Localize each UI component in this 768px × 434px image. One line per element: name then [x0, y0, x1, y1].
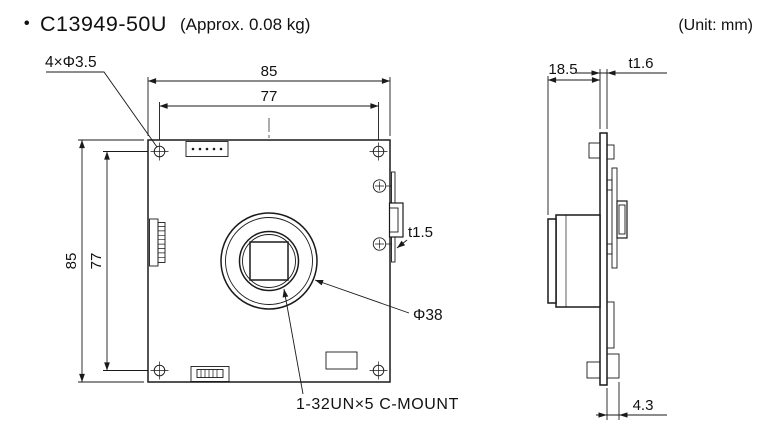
rear-standoff-top: [606, 144, 615, 160]
side-view: 18.5 t1.6: [547, 55, 667, 420]
weight-note: (Approx. 0.08 kg): [180, 15, 310, 34]
corner-hole-bottom-left: [150, 361, 169, 380]
title-bullet: ・: [16, 12, 38, 36]
board-component: [325, 351, 358, 370]
rear-standoff-bottom: [606, 353, 620, 379]
top-connector: [185, 141, 229, 157]
lens-barrel-side: [547, 214, 601, 308]
usb-connector: [388, 202, 404, 238]
mounting-plate: [599, 132, 608, 386]
lens-thread-circle: [225, 217, 313, 305]
lens-opening-circle: [238, 230, 300, 292]
front-dimension-lines: [79, 78, 390, 382]
usb-connector-side: [616, 200, 628, 239]
bottom-connector-side: [586, 361, 601, 379]
top-connector-side: [588, 142, 601, 159]
dim-rear-offset: 4.3: [633, 397, 654, 414]
corner-hole-top-left: [150, 142, 169, 161]
lens-mount: [220, 212, 318, 310]
dim-rear-offset-group: 4.3: [596, 397, 667, 418]
left-connector: [149, 218, 166, 267]
hole-callout: 4×Φ3.5: [45, 54, 97, 71]
rear-assembly: [606, 144, 628, 379]
corner-hole-top-right: [369, 142, 388, 161]
dim-plate-thickness: t1.6: [575, 55, 667, 76]
dim-width-holes: 77: [261, 88, 278, 105]
rear-screw-top: [606, 179, 613, 191]
usb-connector-inner: [618, 204, 626, 235]
side-extension-lines: [547, 69, 620, 420]
rear-component-mid: [606, 301, 615, 349]
plate-thickness-label: t1.6: [628, 55, 653, 72]
sensor-window: [249, 241, 289, 281]
dim-width-outer: 85: [261, 63, 278, 80]
lens-flange-circle: [220, 212, 318, 310]
mount-callout-leader: [282, 288, 304, 395]
header: ・ C13949-50U (Approx. 0.08 kg) (Unit: mm…: [16, 12, 753, 36]
mount-callout: 1-32UN×5 C-MOUNT: [296, 396, 459, 413]
bracket-thickness-label: t1.5: [408, 224, 433, 241]
screw-bottom-icon: [372, 237, 387, 251]
lens-inner-circle: [242, 234, 296, 288]
lens-diameter-label: Φ38: [413, 307, 443, 324]
rear-screw-bottom: [606, 243, 613, 255]
screw-top-icon: [372, 179, 387, 193]
model-title: C13949-50U: [40, 12, 167, 36]
dim-height-outer: 85: [63, 253, 80, 270]
unit-note: (Unit: mm): [678, 17, 753, 34]
dim-depth: 18.5: [548, 61, 577, 78]
dim-height-holes: 77: [88, 253, 105, 270]
board-outline: [147, 139, 391, 383]
lens-diameter-leader: [314, 279, 410, 314]
front-leaders: [46, 71, 410, 395]
hole-callout-leader: [46, 71, 158, 148]
bracket-thickness-leader: [396, 239, 408, 249]
front-view: 4×Φ3.5 85 77 85 77 t1.5 Φ38 1-32UN×5 C-M…: [45, 54, 459, 413]
bottom-connector: [190, 366, 230, 382]
corner-hole-bottom-right: [369, 361, 388, 380]
front-extension-lines: [78, 77, 391, 383]
